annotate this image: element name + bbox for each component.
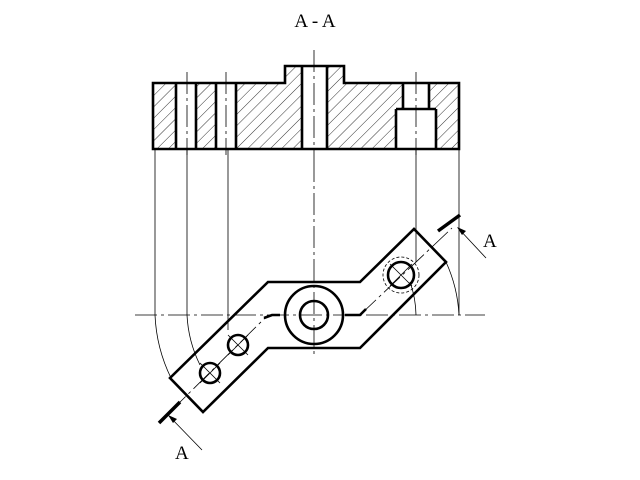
section-path-right xyxy=(359,227,453,316)
cutting-plane-upper: A xyxy=(436,213,497,259)
section-outline xyxy=(151,64,461,151)
hole-2 xyxy=(198,361,222,385)
section-view xyxy=(151,50,461,160)
view-arrow-line-lower xyxy=(168,415,203,451)
projection-lines xyxy=(154,149,460,330)
cutting-plane-label-upper: A xyxy=(483,231,497,252)
cutting-plane-label-lower: A xyxy=(175,443,189,464)
rotation-arcs xyxy=(154,261,460,379)
counterbore-outline xyxy=(382,256,420,294)
hole-1-cut xyxy=(176,83,196,149)
boss-circle xyxy=(283,284,345,346)
section-title: A - A xyxy=(294,11,335,32)
section-path-bends xyxy=(263,308,367,320)
central-bore-cut xyxy=(302,66,327,149)
hole-crosshairs xyxy=(199,263,413,384)
central-bore xyxy=(298,299,330,331)
cutting-plane-mark-lower xyxy=(157,400,182,425)
section-path-left xyxy=(169,314,269,413)
cutting-plane-mark-upper xyxy=(436,213,462,233)
counterbore-hole xyxy=(386,260,416,290)
hole-1 xyxy=(226,333,250,357)
section-centerlines xyxy=(186,50,417,160)
plan-view xyxy=(135,160,485,414)
arrow-head-lower-icon xyxy=(168,415,177,423)
cutting-plane-lower: A xyxy=(157,400,203,464)
part-outline xyxy=(168,227,448,414)
arrow-head-upper-icon xyxy=(457,227,466,235)
